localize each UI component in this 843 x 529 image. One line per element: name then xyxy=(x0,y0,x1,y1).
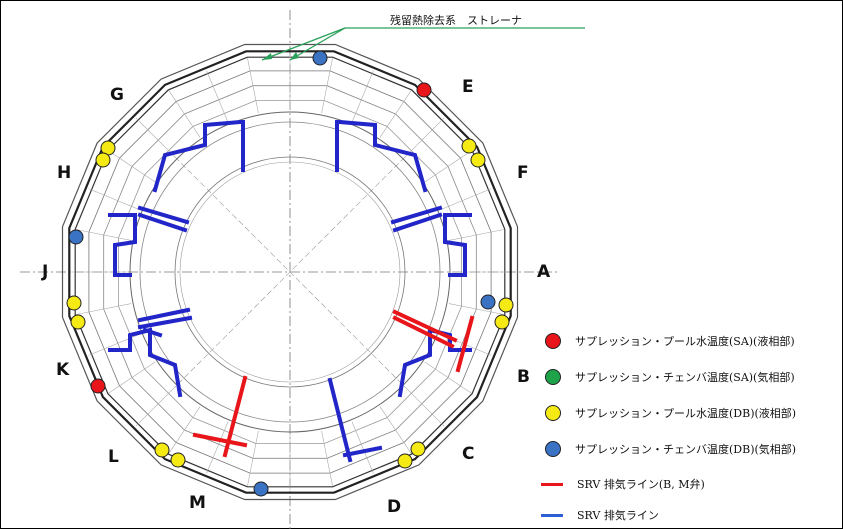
ring-rib xyxy=(135,386,176,427)
yellow-sensor-marker xyxy=(170,452,186,468)
legend-label: サプレッション・チェンバ温度(DB)(気相部) xyxy=(575,443,797,456)
yellow-sensor-marker xyxy=(410,441,426,457)
legend-label: SRV 排気ライン(B, M弁) xyxy=(577,478,705,491)
ring-rib xyxy=(88,188,141,211)
ring-circle xyxy=(139,121,441,423)
sector-label-b: B xyxy=(517,367,530,387)
annotation-arrow-1 xyxy=(261,27,346,61)
sector-label-c: C xyxy=(462,444,475,464)
ring-polygon xyxy=(74,56,506,488)
srv-m-line xyxy=(192,375,248,458)
sector-label-a: A xyxy=(537,262,551,282)
yellow-sensor-marker xyxy=(498,297,514,313)
ring-rib xyxy=(448,229,504,241)
srv-line-left-upper xyxy=(108,205,190,277)
legend-label: SRV 排気ライン xyxy=(577,509,659,522)
red-dot-icon xyxy=(545,333,561,349)
sector-label-d: D xyxy=(387,497,402,517)
sector-label-f: F xyxy=(517,163,529,183)
sector-label-l: L xyxy=(108,447,119,467)
yellow-sensor-marker xyxy=(461,138,477,154)
legend-item-sa-chamber: サプレッション・チェンバ温度(SA)(気相部) xyxy=(545,367,795,387)
ring-rib xyxy=(76,303,132,315)
red-sensor-marker xyxy=(416,82,432,98)
yellow-sensor-marker xyxy=(397,453,413,469)
legend-label: サプレッション・チェンバ温度(SA)(気相部) xyxy=(575,371,795,384)
red-sensor-marker xyxy=(90,378,106,394)
yellow-sensor-marker xyxy=(70,314,86,330)
ring-rib xyxy=(108,361,156,394)
yellow-sensor-marker xyxy=(95,152,111,168)
ring-rib xyxy=(404,117,445,158)
srv-b-line xyxy=(392,309,475,373)
yellow-sensor-marker xyxy=(470,152,486,168)
srv-line-upper-right xyxy=(335,119,428,193)
sector-label-e: E xyxy=(462,77,474,97)
blue-sensor-marker xyxy=(312,50,328,66)
legend-item-srv-bm: SRV 排気ライン(B, M弁) xyxy=(541,474,705,494)
strainer-annotation: 残留熱除去系 ストレーナ xyxy=(390,14,522,27)
ring-rib xyxy=(439,188,492,211)
legend-item-srv: SRV 排気ライン xyxy=(541,505,659,525)
ring-rib xyxy=(108,150,156,183)
ring-circle xyxy=(129,111,451,433)
ring-rib xyxy=(351,70,374,123)
srv-line-upper-left xyxy=(152,119,245,193)
legend-label: サプレッション・プール水温度(SA)(液相部) xyxy=(575,335,795,348)
blue-sensor-marker xyxy=(480,294,496,310)
ring-rib xyxy=(351,421,374,474)
ring-rib xyxy=(88,333,141,356)
ring-rib xyxy=(168,406,201,454)
ring-rib xyxy=(321,430,333,486)
legend-label: サプレッション・プール水温度(DB)(液相部) xyxy=(575,407,797,420)
ring-rib xyxy=(424,361,472,394)
red-line-icon xyxy=(541,482,563,486)
ring-polygon xyxy=(61,43,519,501)
srv-line-lower-left-b xyxy=(142,327,163,338)
ring-rib xyxy=(379,406,412,454)
ring-circle xyxy=(174,156,406,388)
ring-polygon xyxy=(68,50,512,494)
ring-rib xyxy=(168,90,201,138)
sector-label-h: H xyxy=(57,163,72,183)
yellow-sensor-marker xyxy=(154,442,170,458)
sector-label-g: G xyxy=(110,85,124,105)
ring-rib xyxy=(404,386,445,427)
green-dot-icon xyxy=(545,369,561,385)
ring-rib xyxy=(448,303,504,315)
ring-circle xyxy=(179,161,401,383)
legend-item-db-chamber: サプレッション・チェンバ温度(DB)(気相部) xyxy=(545,439,796,459)
legend-item-sa-pool: サプレッション・プール水温度(SA)(液相部) xyxy=(545,331,795,351)
ring-rib xyxy=(206,421,229,474)
srv-line-lower-center xyxy=(327,377,383,463)
sector-label-m: M xyxy=(189,493,206,513)
yellow-sensor-marker xyxy=(494,314,510,330)
ring-rib xyxy=(135,117,176,158)
ring-rib xyxy=(247,430,259,486)
blue-line-icon xyxy=(541,513,563,517)
ring-rib xyxy=(379,90,412,138)
ring-rib xyxy=(206,70,229,123)
yellow-dot-icon xyxy=(545,405,561,421)
yellow-sensor-marker xyxy=(66,295,82,311)
legend-item-db-pool: サプレッション・プール水温度(DB)(液相部) xyxy=(545,403,796,423)
ring-rib xyxy=(321,58,333,114)
blue-sensor-marker xyxy=(253,481,269,497)
ring-rib xyxy=(247,58,259,114)
ring-rib xyxy=(424,150,472,183)
blue-sensor-marker xyxy=(68,229,84,245)
sector-label-k: K xyxy=(56,360,70,380)
sector-label-j: J xyxy=(42,262,49,282)
ring-rib xyxy=(76,229,132,241)
blue-dot-icon xyxy=(545,441,561,457)
srv-line-right-upper xyxy=(390,205,472,277)
